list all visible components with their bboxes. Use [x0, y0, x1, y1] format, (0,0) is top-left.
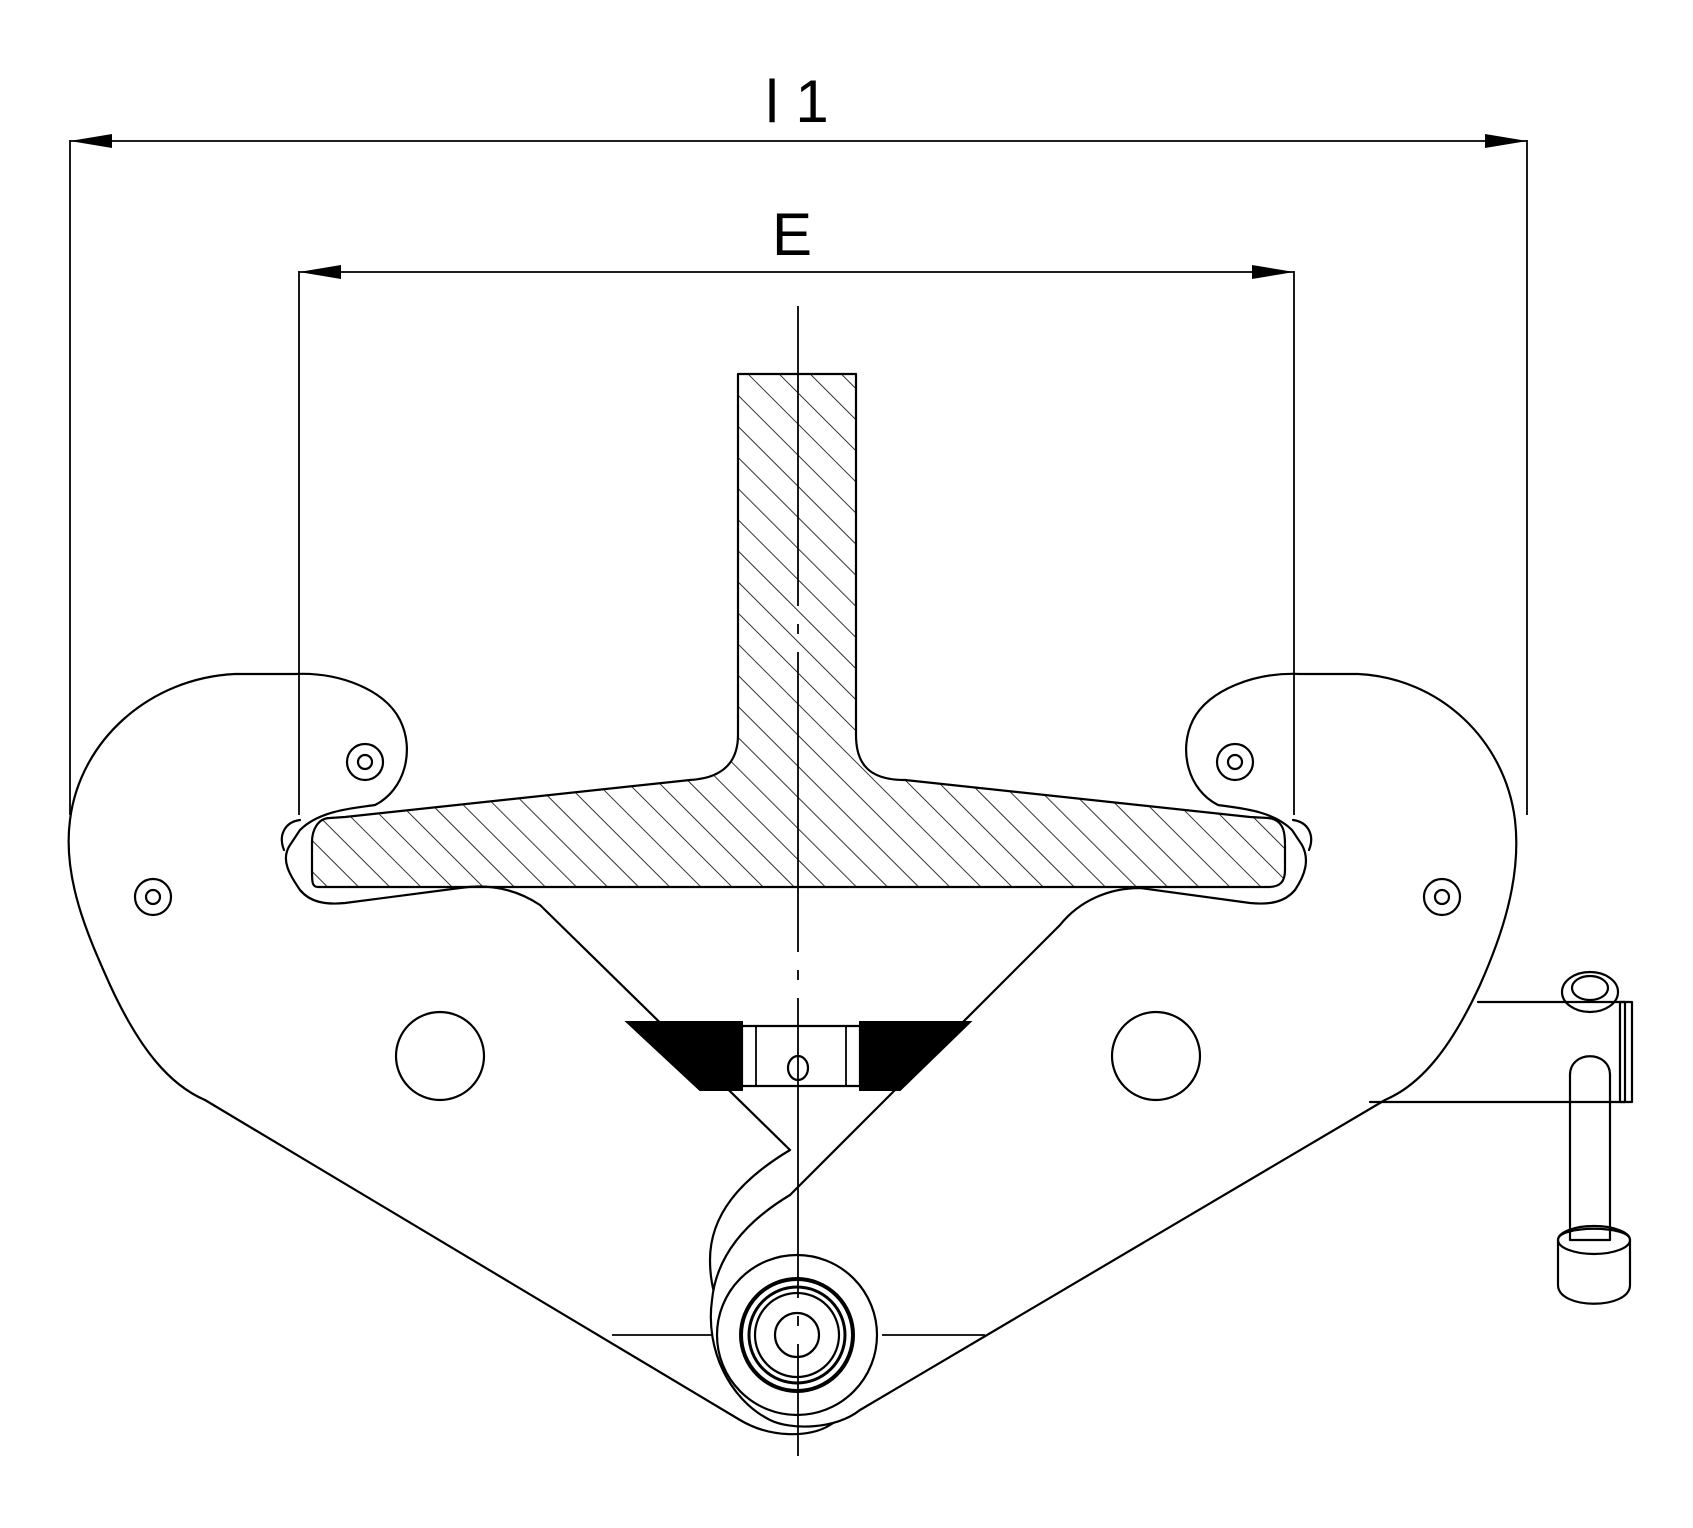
dimension-flange: E — [298, 201, 1295, 815]
left-upper-pin — [345, 742, 385, 782]
handle-arm — [1368, 1000, 1627, 1104]
spindle — [624, 1021, 973, 1091]
overall-arrow-right — [1485, 134, 1527, 148]
handle-grip-edge — [1556, 1224, 1632, 1256]
left-outer-pin-center — [144, 888, 162, 906]
dimension-overall: l 1 — [69, 68, 1528, 815]
left-upper-pin-center — [356, 753, 374, 771]
left-lightening-hole — [394, 1010, 486, 1102]
clamp-body — [67, 672, 1518, 1436]
pivot-bearing-inner — [753, 1291, 841, 1379]
right-jaw — [709, 672, 1518, 1428]
pivot-bolt — [773, 1311, 821, 1359]
overall-width-label: l 1 — [765, 68, 828, 135]
pivot-bearing-outer — [739, 1277, 855, 1393]
handle-knob-top — [1560, 970, 1620, 1014]
right-upper-pin-center — [1226, 753, 1244, 771]
center-lines — [612, 306, 985, 1456]
right-outer-pin-center — [1433, 888, 1451, 906]
left-jaw-tip — [280, 818, 302, 852]
left-outer-pin — [133, 877, 173, 917]
flange-width-label: E — [772, 201, 812, 268]
handle-knob-top-inner — [1570, 974, 1610, 1002]
handle-grip — [1556, 1227, 1632, 1305]
pivot — [715, 1253, 879, 1417]
overall-arrow-left — [70, 134, 112, 148]
left-jaw — [67, 672, 872, 1436]
flange-arrow-right — [1252, 265, 1294, 279]
handle-lever — [1568, 1055, 1612, 1242]
spindle-thread-left — [624, 1021, 743, 1091]
handle-end-plate — [1618, 1000, 1634, 1104]
right-lightening-hole — [1110, 1010, 1202, 1102]
right-outer-pin — [1422, 877, 1462, 917]
pins — [133, 742, 1462, 1102]
handle-assembly — [1368, 970, 1634, 1305]
jaw-contours — [280, 818, 1313, 852]
right-upper-pin — [1215, 742, 1255, 782]
right-jaw-tip — [1291, 818, 1313, 852]
flange-arrow-left — [299, 265, 341, 279]
pivot-bearing-mid — [747, 1285, 847, 1385]
pivot-boss — [715, 1253, 879, 1417]
